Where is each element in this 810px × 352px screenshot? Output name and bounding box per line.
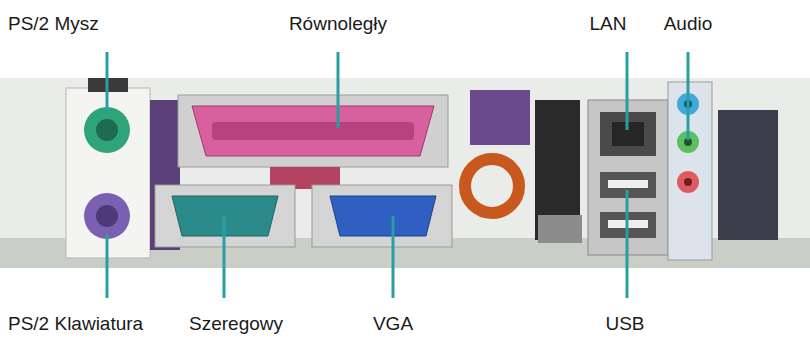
ps2-mouse-pins (96, 119, 118, 141)
audio-jack-pink (677, 171, 699, 193)
leader-line (223, 216, 226, 298)
leader-line (392, 216, 395, 298)
parallel-pins (212, 122, 414, 140)
leader-line (106, 52, 109, 112)
leader-line (106, 234, 109, 298)
usb-tongue (608, 180, 648, 188)
ps2-housing (66, 88, 150, 258)
audio-panel (668, 82, 712, 260)
port-label: Szeregowy (189, 314, 283, 335)
leader-line (626, 52, 629, 130)
port-label: LAN (590, 14, 627, 35)
leader-line (687, 52, 690, 140)
capacitor (470, 90, 530, 145)
port-label: Audio (664, 14, 713, 35)
port-label: VGA (373, 314, 413, 335)
leader-line (337, 52, 340, 128)
vga-shell (312, 185, 452, 247)
ps2-keyboard-pins (96, 205, 118, 227)
leader-lines (107, 52, 688, 298)
jack-hole (684, 178, 692, 186)
port-label: PS/2 Mysz (8, 14, 99, 35)
ps2-mouse-port (84, 107, 130, 153)
capacitors (538, 215, 582, 243)
toroid-coil (465, 159, 519, 213)
leader-line (626, 190, 629, 298)
vga-port (330, 196, 436, 236)
port-label: Równoległy (289, 14, 387, 35)
parallel-shell (178, 95, 448, 167)
port-label: PS/2 Klawiatura (8, 314, 143, 335)
ps2-keyboard-port (84, 193, 130, 239)
board-components (718, 110, 778, 240)
parallel-port (192, 106, 434, 156)
port-label: USB (605, 314, 644, 335)
